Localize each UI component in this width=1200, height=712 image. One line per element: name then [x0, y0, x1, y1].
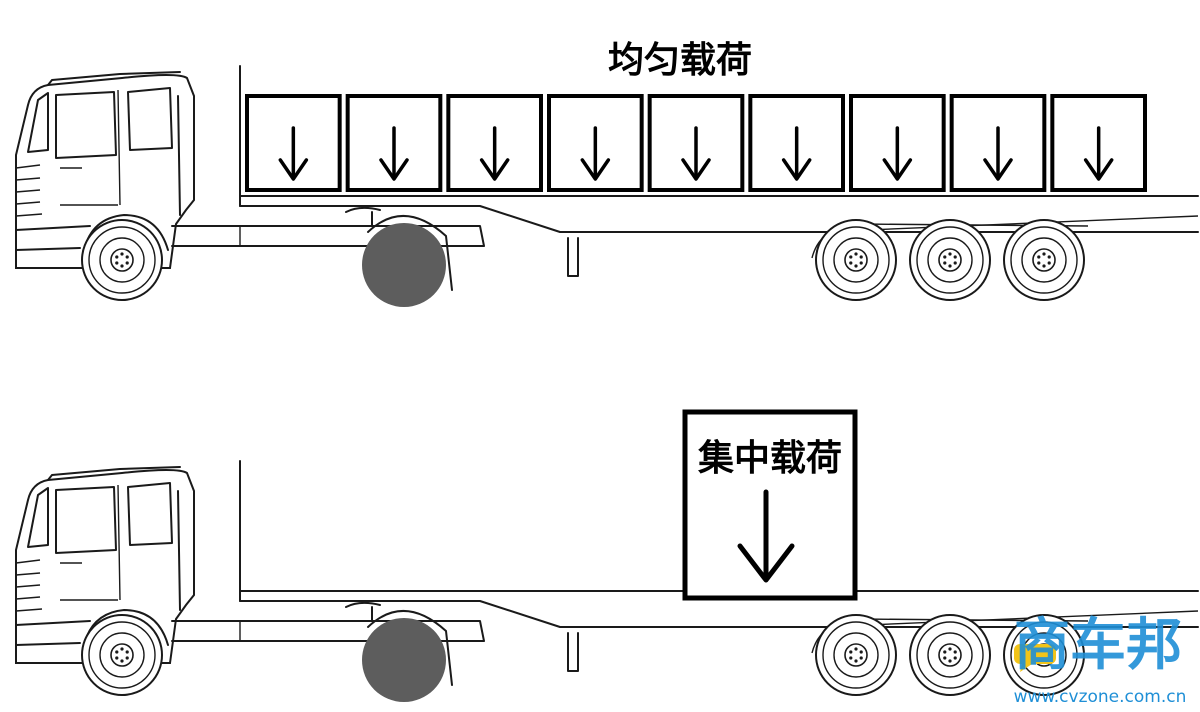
uniform-load-box: [547, 94, 644, 192]
uniform-load-title: 均匀载荷: [608, 40, 752, 81]
down-arrow-icon: [479, 126, 510, 181]
down-arrow-icon: [882, 126, 913, 181]
concentrated-load-box: [682, 409, 858, 601]
chat-bubble-icon: [1014, 644, 1056, 672]
uniform-load-box: [949, 94, 1047, 192]
watermark: 商车邦 www.cvzone.com.cn: [1014, 613, 1187, 707]
concentrated-load-panel: 集中载荷: [16, 409, 1198, 702]
uniform-load-box: [245, 94, 342, 192]
uniform-load-box: [647, 94, 745, 192]
concentrated-load-title: 集中载荷: [697, 438, 842, 479]
uniform-load-box: [849, 94, 946, 192]
down-arrow-icon: [379, 126, 409, 181]
down-arrow-icon: [1083, 126, 1114, 181]
uniform-load-panel: 均匀载荷: [16, 40, 1198, 307]
down-arrow-icon: [737, 489, 795, 583]
watermark-url: www.cvzone.com.cn: [1014, 687, 1187, 707]
watermark-brand: 商车邦: [1014, 613, 1182, 678]
down-arrow-icon: [278, 126, 309, 181]
uniform-load-box: [446, 94, 544, 192]
uniform-load-box: [748, 94, 845, 192]
uniform-load-box: [345, 94, 443, 192]
down-arrow-icon: [580, 126, 611, 181]
down-arrow-icon: [781, 126, 812, 181]
uniform-load-boxes: [245, 94, 1148, 192]
down-arrow-icon: [983, 126, 1013, 181]
uniform-load-box: [1050, 94, 1148, 192]
down-arrow-icon: [681, 126, 711, 181]
